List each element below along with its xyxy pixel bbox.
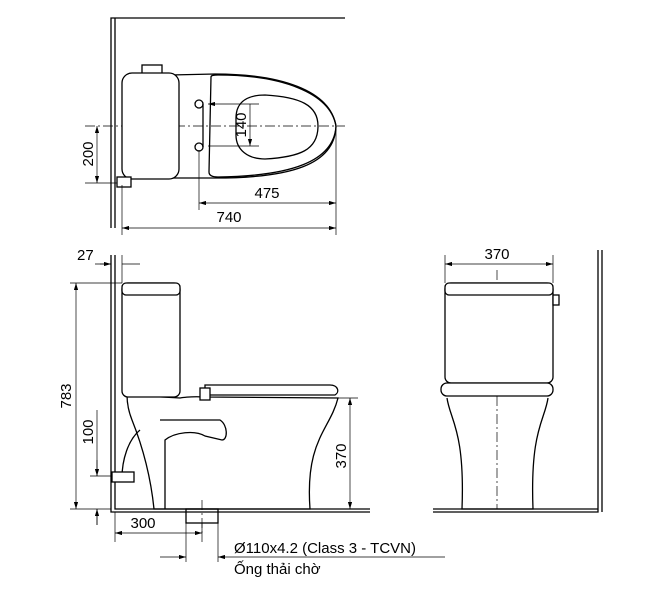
tank-side [121,282,181,398]
bowl-side [126,394,339,510]
hinge-bolt [194,99,204,109]
dim-370-height: 370 [333,443,350,468]
hinge-bolt [194,142,204,152]
dim-740: 740 [216,209,241,226]
seat-opening [235,94,319,160]
seat-side [204,384,339,396]
dim-475: 475 [254,185,279,202]
bowl-front [446,397,549,510]
top-view: 140 200 475 740 [80,17,345,235]
outlet-label: Ống thải chờ [234,560,321,578]
dim-100: 100 [80,419,97,444]
tank-front [444,282,554,384]
angle-valve [111,471,135,483]
dim-370-width: 370 [484,246,509,263]
dim-27: 27 [77,247,94,264]
dim-200: 200 [80,141,97,166]
seat-front [440,382,554,397]
tank-lid [444,282,554,296]
dim-140: 140 [233,112,250,137]
front-view: 370 [433,246,603,513]
angle-valve [116,176,132,188]
tank-top [121,72,180,180]
flush-lever [552,294,560,306]
outlet-spec: Ø110x4.2 (Class 3 - TCVN) [234,540,416,557]
dim-300: 300 [130,515,155,532]
dim-783: 783 [58,383,75,408]
side-view: 27 783 100 370 300 Ø110x4.2 (Class 3 - T… [58,247,445,578]
wall [110,17,345,228]
tank-lid [121,282,181,296]
